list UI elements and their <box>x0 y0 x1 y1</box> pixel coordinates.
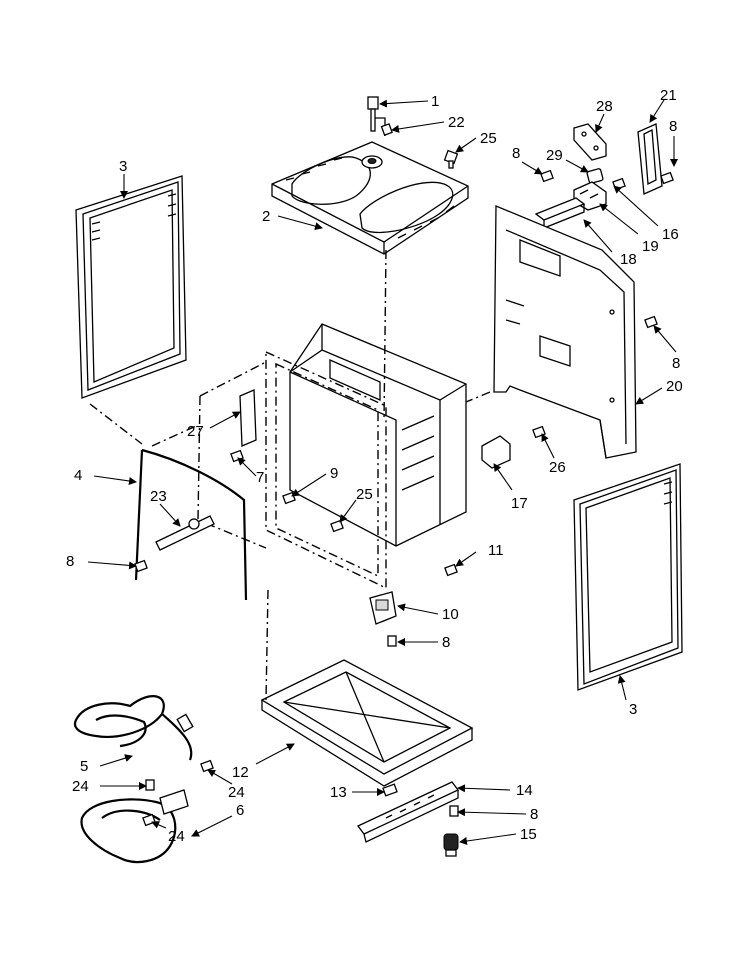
callout-8: 8 <box>442 634 450 651</box>
callout-24: 24 <box>168 828 185 845</box>
callout-16: 16 <box>662 226 679 243</box>
part-23-sensor <box>155 515 215 551</box>
part-18-bracket <box>534 197 586 229</box>
callout-8: 8 <box>530 806 538 823</box>
callout-13: 13 <box>330 784 347 801</box>
part-15-leveling-leg <box>443 833 459 857</box>
part-4-wiring <box>134 448 248 601</box>
part-25-screw-top <box>443 149 459 169</box>
part-8-screw-switch <box>387 635 397 647</box>
callout-27: 27 <box>187 423 204 440</box>
callout-9: 9 <box>330 465 338 482</box>
part-8-screw-rail <box>449 805 459 817</box>
alignment-lines <box>89 249 491 701</box>
part-6-broil-element <box>80 789 189 864</box>
callout-24: 24 <box>72 778 89 795</box>
callout-8: 8 <box>512 145 520 162</box>
callout-8: 8 <box>669 118 677 135</box>
part-20-back-panel <box>493 205 637 459</box>
callout-17: 17 <box>511 495 528 512</box>
part-10-switch <box>369 591 397 625</box>
front-frame-dashed <box>197 350 387 590</box>
callout-25: 25 <box>480 130 497 147</box>
callout-1: 1 <box>431 93 439 110</box>
callout-23: 23 <box>150 488 167 505</box>
callout-26: 26 <box>549 459 566 476</box>
callout-14: 14 <box>516 782 533 799</box>
callout-labels: 1 22 25 2 3 28 21 8 29 8 16 19 18 8 20 2… <box>66 87 683 845</box>
callout-6: 6 <box>236 802 244 819</box>
callout-28: 28 <box>596 98 613 115</box>
callout-22: 22 <box>448 114 465 131</box>
callout-19: 19 <box>642 238 659 255</box>
part-3-side-panel-right <box>573 463 683 691</box>
callout-25: 25 <box>356 486 373 503</box>
part-27-bracket <box>239 389 257 447</box>
callout-15: 15 <box>520 826 537 843</box>
part-29-nut <box>586 168 604 184</box>
callout-3: 3 <box>629 701 637 718</box>
part-22-screw <box>380 123 393 136</box>
callout-21: 21 <box>660 87 677 104</box>
callout-8: 8 <box>66 553 74 570</box>
callout-5: 5 <box>80 758 88 775</box>
callout-11: 11 <box>488 542 504 559</box>
part-21-bracket <box>637 123 663 195</box>
callout-7: 7 <box>256 469 264 486</box>
callout-20: 20 <box>666 378 683 395</box>
part-3-side-panel-left <box>75 175 187 399</box>
part-12-bottom-panel <box>260 659 474 787</box>
callout-24: 24 <box>228 784 245 801</box>
callout-8: 8 <box>672 355 680 372</box>
part-2-top-panel <box>271 141 469 255</box>
part-14-rail <box>357 781 459 843</box>
callout-4: 4 <box>74 467 82 484</box>
callout-3: 3 <box>119 158 127 175</box>
leader-lines <box>87 99 678 845</box>
callout-10: 10 <box>442 606 459 623</box>
callout-29: 29 <box>546 147 563 164</box>
callout-18: 18 <box>620 251 637 268</box>
part-5-bake-element <box>73 695 194 761</box>
part-17-bracket <box>481 435 511 469</box>
callout-12: 12 <box>232 764 249 781</box>
part-28-bracket <box>573 123 607 161</box>
callout-2: 2 <box>262 208 270 225</box>
